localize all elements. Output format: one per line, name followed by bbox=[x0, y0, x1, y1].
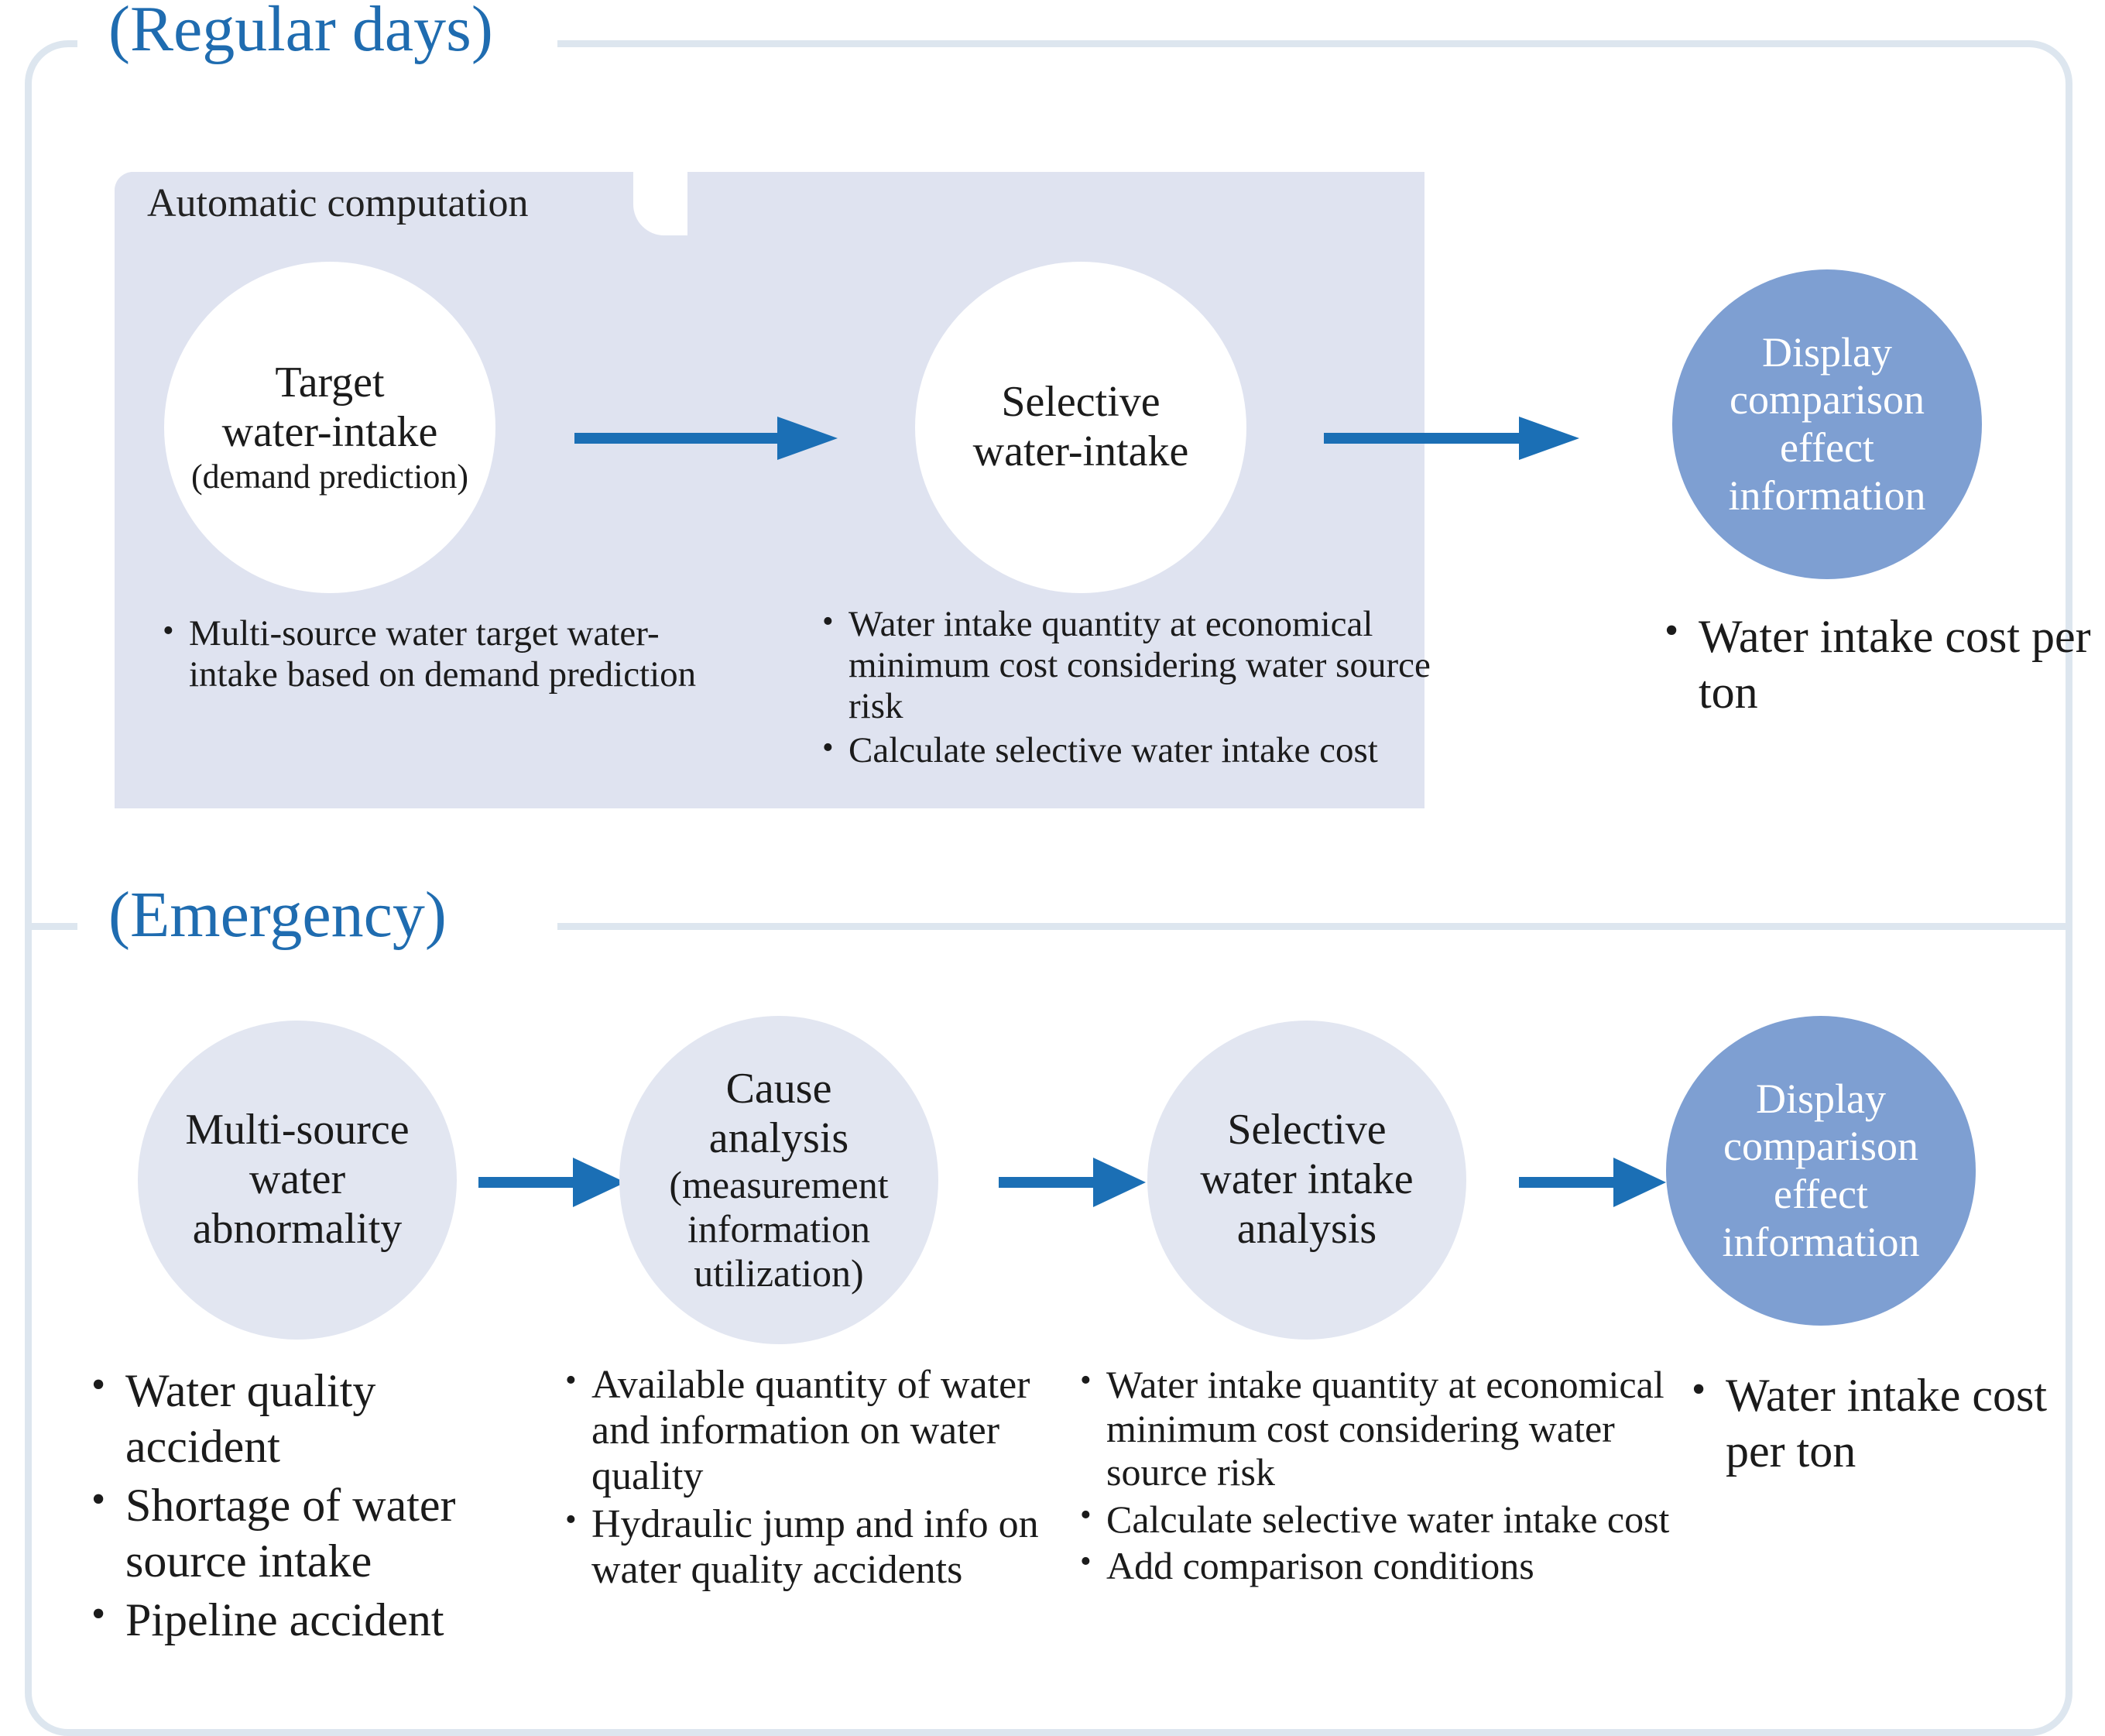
node-selective-water-intake-analysis: Selective water intake analysis bbox=[1147, 1021, 1466, 1340]
list-item: Water intake quantity at economical mini… bbox=[822, 602, 1434, 727]
list-item: Calculate selective water intake cost bbox=[1080, 1496, 1684, 1542]
node-multi-source-water-abnormality: Multi-source water abnormality bbox=[138, 1021, 457, 1340]
automatic-computation-tab bbox=[115, 172, 657, 235]
node-label-line: Display bbox=[1755, 1075, 1886, 1122]
node-label-line: analysis bbox=[708, 1113, 849, 1162]
node-label-line: abnormality bbox=[192, 1204, 403, 1253]
node-label-line: information bbox=[1722, 1218, 1920, 1265]
node-label-line: information bbox=[1728, 472, 1926, 519]
node-label-line: Multi-source bbox=[185, 1106, 410, 1154]
list-item: Add comparison conditions bbox=[1080, 1542, 1684, 1588]
node-display-comparison-effect-information: Display comparison effect information bbox=[1672, 269, 1982, 579]
list-item: Calculate selective water intake cost bbox=[822, 729, 1434, 771]
section-title-regular-days: (Regular days) bbox=[108, 0, 493, 65]
arrow-cause-to-selective-icon bbox=[999, 1158, 1146, 1207]
selective-bullet-list: Water intake quantity at economical mini… bbox=[822, 602, 1434, 774]
cause-analysis-bullet-list: Available quantity of water and informat… bbox=[565, 1361, 1068, 1597]
node-label-line: (demand prediction) bbox=[191, 457, 468, 496]
node-label-line: Cause bbox=[725, 1064, 832, 1113]
node-label-line: water intake bbox=[1200, 1155, 1414, 1204]
node-label-line: comparison bbox=[1730, 376, 1925, 424]
list-item: Shortage of water source intake bbox=[91, 1476, 540, 1589]
automatic-computation-label: Automatic computation bbox=[147, 181, 529, 225]
selective-analysis-bullet-list: Water intake quantity at economical mini… bbox=[1080, 1361, 1684, 1591]
node-label-line: water-intake bbox=[972, 427, 1189, 475]
list-item: Available quantity of water and informat… bbox=[565, 1361, 1068, 1499]
list-item: Pipeline accident bbox=[91, 1590, 540, 1648]
node-label-line: (measurement bbox=[669, 1163, 889, 1207]
node-label-line: effect bbox=[1780, 424, 1874, 471]
arrow-selective-analysis-to-display-icon bbox=[1519, 1158, 1666, 1207]
node-label-line: analysis bbox=[1236, 1204, 1377, 1253]
arrow-target-to-selective-icon bbox=[574, 417, 838, 460]
arrow-abnormality-to-cause-icon bbox=[478, 1158, 626, 1207]
regular-title-mask bbox=[77, 14, 557, 138]
node-label-line: water bbox=[249, 1155, 346, 1204]
list-item: Multi-source water target water-intake b… bbox=[163, 612, 705, 695]
target-bullet-list: Multi-source water target water-intake b… bbox=[163, 612, 705, 698]
node-label-line: Selective bbox=[1001, 378, 1160, 427]
section-title-emergency: (Emergency) bbox=[108, 879, 447, 951]
node-label-line: utilization) bbox=[694, 1251, 864, 1295]
node-cause-analysis: Cause analysis (measurement information … bbox=[619, 1016, 938, 1344]
node-selective-water-intake: Selective water-intake bbox=[915, 262, 1246, 593]
abnormality-bullet-list: Water quality accident Shortage of water… bbox=[91, 1361, 540, 1651]
node-label-line: water-intake bbox=[221, 407, 438, 456]
node-label-line: effect bbox=[1774, 1171, 1868, 1217]
node-label-line: information bbox=[687, 1207, 871, 1251]
list-item: Water quality accident bbox=[91, 1361, 540, 1474]
node-display-comparison-effect-information: Display comparison effect information bbox=[1666, 1016, 1976, 1326]
node-label-line: comparison bbox=[1723, 1123, 1918, 1170]
list-item: Hydraulic jump and info on water quality… bbox=[565, 1501, 1068, 1594]
automatic-computation-tab-notch bbox=[633, 172, 687, 235]
list-item: Water intake quantity at economical mini… bbox=[1080, 1361, 1684, 1494]
node-label-line: Display bbox=[1761, 328, 1892, 376]
node-target-water-intake: Target water-intake (demand prediction) bbox=[164, 262, 495, 593]
node-label-line: Selective bbox=[1227, 1106, 1387, 1154]
display-bullet-list: Water intake cost per ton bbox=[1692, 1366, 2102, 1482]
emergency-title-mask bbox=[77, 873, 557, 997]
arrow-selective-to-display-icon bbox=[1324, 417, 1579, 460]
list-item: Water intake cost per ton bbox=[1664, 607, 2098, 720]
node-label-line: Target bbox=[275, 359, 385, 407]
display-bullet-list: Water intake cost per ton bbox=[1664, 607, 2098, 723]
section-divider bbox=[32, 923, 2066, 930]
list-item: Water intake cost per ton bbox=[1692, 1366, 2102, 1479]
